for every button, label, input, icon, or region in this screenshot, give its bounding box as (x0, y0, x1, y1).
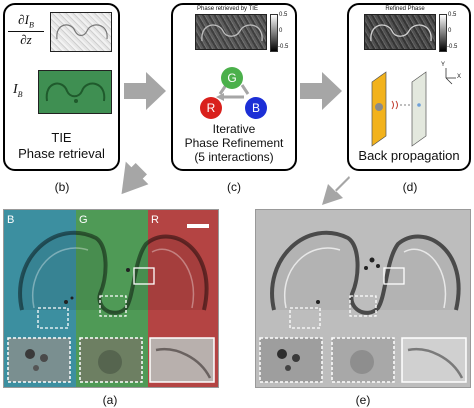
scale-bar (187, 224, 209, 228)
panel-label-d: (d) (402, 180, 418, 194)
inset-1 (7, 337, 71, 383)
tie-title-line1: TIE (51, 130, 72, 145)
ib-sub: B (17, 89, 23, 99)
rgb-channel-image (3, 209, 219, 388)
colorbar-d-tick-mid: 0 (448, 28, 452, 34)
recon-inset-3 (401, 337, 467, 383)
refinement-title-line3: (5 interactions) (194, 150, 274, 164)
refined-phase-caption: Refined Phase (385, 6, 425, 12)
intensity-image (38, 70, 112, 114)
dz-denominator: ∂z (20, 31, 32, 47)
recon-zoom-box-2 (349, 295, 377, 317)
node-g: G (221, 67, 243, 89)
channel-label-r: R (151, 214, 159, 226)
dib-sub: B (28, 20, 34, 30)
colorbar-d-tick-bottom: -0.5 (447, 44, 458, 50)
panel-label-e: (e) (355, 393, 371, 407)
channel-label-g: G (79, 214, 88, 226)
ib-symbol: I (13, 82, 18, 97)
ib-label: IB (13, 82, 23, 99)
refined-cell-outline (370, 24, 432, 42)
zoom-box-2 (99, 295, 127, 317)
colorbar-c-tick-mid: 0 (279, 28, 283, 34)
arrow-a-to-b (121, 161, 149, 195)
refinement-title-line2: Phase Refinement (184, 136, 284, 150)
tie-title-line2: Phase retrieval (18, 146, 105, 161)
arrow-b-to-c (124, 72, 166, 110)
reconstructed-cell-outline (259, 230, 467, 383)
colorbar-c-tick-top: 0.5 (279, 12, 288, 18)
back-propagation-title: Back propagation (358, 148, 460, 163)
intensity-cell-outline (45, 82, 106, 103)
phase-tie-caption: Phase retrieved by TIE (197, 6, 258, 12)
arrow-c-to-d (300, 72, 342, 110)
recon-zoom-box-1 (289, 307, 321, 329)
derivative-cell-outline (56, 24, 108, 40)
channel-label-b: B (7, 214, 15, 226)
axis-y-label: Y (441, 62, 446, 68)
colorbar-d (439, 14, 447, 52)
dib-numerator: ∂I (18, 12, 29, 27)
panel-label-a: (a) (102, 393, 118, 407)
phase-retrieved-image (195, 14, 267, 50)
inset-3 (149, 337, 215, 383)
node-r: R (200, 97, 222, 119)
recon-zoom-box-3 (383, 267, 405, 285)
zoom-box-3 (133, 267, 155, 285)
axis-x-label: X (457, 74, 462, 80)
panel-label-b: (b) (54, 180, 70, 194)
node-b: B (245, 97, 267, 119)
phase-tie-cell-outline (201, 24, 263, 42)
image-plane (411, 71, 427, 147)
dib-dz-label: ∂IB ∂z (8, 12, 44, 48)
recon-inset-1 (259, 337, 323, 383)
colorbar-c (270, 14, 278, 52)
rgb-cell-outline (7, 224, 215, 383)
panel-label-c: (c) (227, 180, 241, 194)
zoom-box-1 (37, 307, 69, 329)
arrow-d-to-e (322, 176, 350, 205)
colorbar-d-tick-top: 0.5 (448, 12, 457, 18)
refinement-title-line1: Iterative (212, 122, 256, 136)
colorbar-c-tick-bottom: -0.5 (278, 44, 289, 50)
reconstructed-image (255, 209, 471, 388)
refined-phase-image (364, 14, 436, 50)
intensity-derivative-image (50, 12, 112, 52)
